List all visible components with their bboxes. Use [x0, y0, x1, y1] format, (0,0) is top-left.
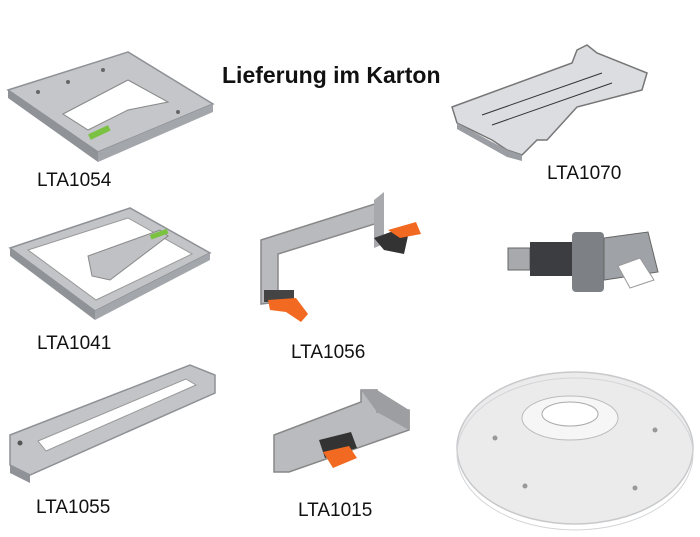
product-label-lta1054: LTA1054	[37, 170, 112, 191]
template-plate-icon	[6, 51, 215, 162]
angle-stop-icon	[273, 389, 410, 473]
frame-plate-icon	[8, 207, 212, 320]
router-bit-icon	[507, 231, 659, 292]
product-label-lta1056: LTA1056	[291, 342, 366, 363]
clamp-bracket-icon	[260, 192, 421, 322]
product-label-lta1015: LTA1015	[298, 500, 373, 521]
product-label-lta1070: LTA1070	[547, 163, 622, 184]
setting-gauge-icon	[451, 44, 648, 161]
product-label-lta1041: LTA1041	[37, 333, 112, 354]
base-rail-icon	[9, 364, 216, 483]
page-title: Lieferung im Karton	[222, 62, 441, 88]
round-base-plate-icon	[456, 371, 694, 531]
product-label-lta1055: LTA1055	[36, 497, 111, 518]
